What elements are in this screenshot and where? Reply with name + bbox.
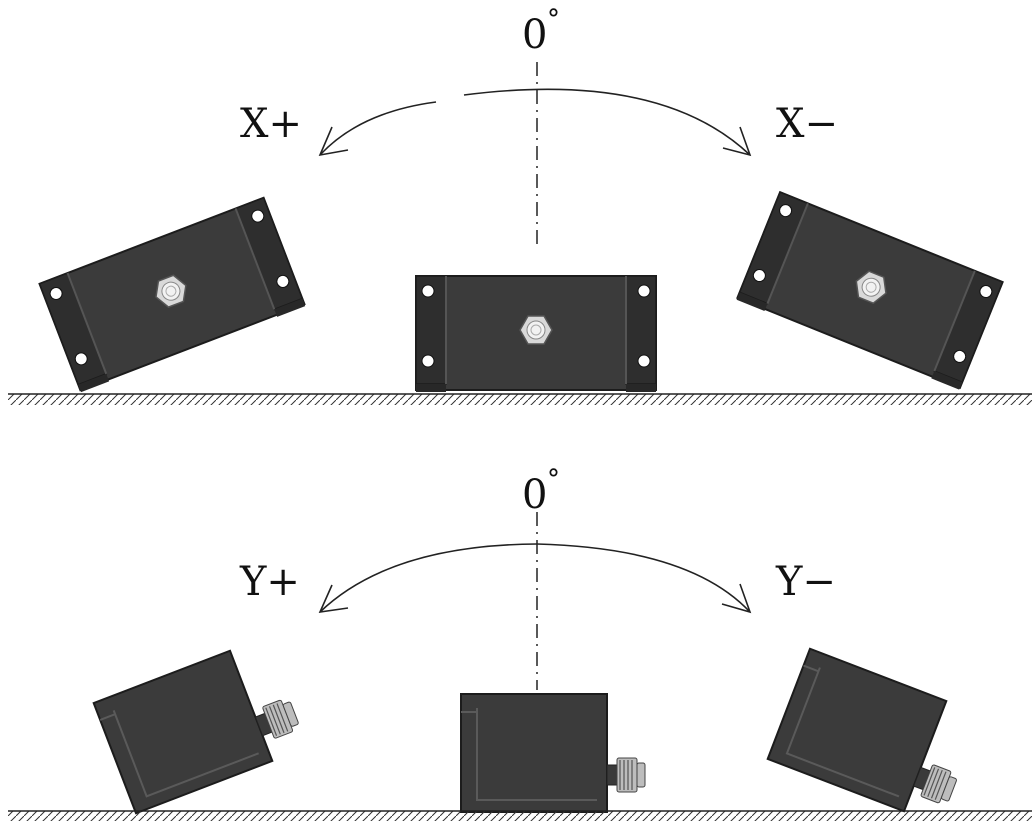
left-arrowhead-icon-lower (318, 584, 349, 613)
y-plus-label: Y+ (239, 559, 300, 605)
right-arrowhead-icon-lower (721, 583, 752, 614)
zero-degree-label: 0 (522, 12, 547, 58)
right-rotation-arc-lower (536, 543, 751, 613)
right-arrowhead-icon (722, 126, 752, 157)
degree-symbol-lower: ° (547, 465, 560, 495)
y-sensor-tilted-left (92, 636, 309, 815)
right-rotation-arc (463, 88, 751, 156)
ground-hatch-top (8, 394, 1032, 405)
x-minus-label: X− (776, 101, 838, 147)
y-sensor-level (460, 693, 646, 813)
x-plus-label: X+ (240, 101, 302, 147)
degree-symbol: ° (547, 5, 560, 35)
left-rotation-arc (319, 101, 437, 156)
left-arrowhead-icon (318, 126, 349, 157)
x-axis-panel: 0 ° X+ X− (8, 5, 1032, 405)
y-minus-label: Y− (775, 559, 836, 605)
ground-hatch-bottom (8, 811, 1032, 821)
x-sensor-level (415, 275, 657, 393)
y-sensor-tilted-right (766, 647, 983, 821)
y-axis-panel: 0 ° Y+ Y− (8, 465, 1032, 821)
x-sensor-tilted-right (735, 191, 1004, 391)
x-sensor-tilted-left (38, 196, 307, 394)
left-rotation-arc-lower (319, 543, 538, 613)
zero-degree-label-lower: 0 (522, 472, 547, 518)
